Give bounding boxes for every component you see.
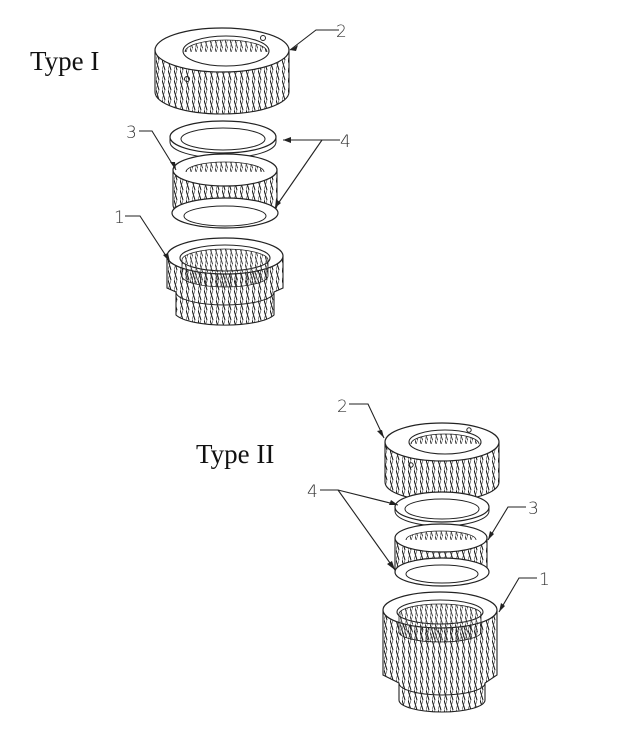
type-2-label: Type II xyxy=(196,439,274,469)
t1-part-2-flange xyxy=(154,27,290,115)
t1-leader-2 xyxy=(289,29,339,51)
t2-leader-1 xyxy=(498,577,537,613)
t2-callout-1: 1 xyxy=(539,570,550,590)
type-1-assembly: 2 3 4 1 xyxy=(114,22,351,326)
t1-callout-3: 3 xyxy=(126,123,137,143)
t2-part-4-ring-lower xyxy=(394,557,490,587)
t1-leader-4b xyxy=(274,139,323,209)
type-1-label: Type I xyxy=(30,46,99,76)
t1-part-4-ring-upper xyxy=(169,120,277,159)
t2-part-4-ring-upper xyxy=(394,491,490,527)
t2-callouts: 2 4 3 1 xyxy=(307,397,550,613)
type-2-assembly: 2 4 3 1 xyxy=(307,397,550,713)
t2-leader-4a xyxy=(320,489,399,506)
t1-leader-3 xyxy=(139,130,177,171)
t1-leader-1 xyxy=(125,215,171,263)
t1-part-4-ring-lower xyxy=(171,197,279,229)
t2-leader-2 xyxy=(349,403,385,439)
t2-leader-3 xyxy=(487,506,526,541)
t1-part-1-base xyxy=(166,237,284,326)
t2-part-1-base xyxy=(382,591,498,713)
t1-callout-4: 4 xyxy=(340,132,351,152)
t2-callout-3: 3 xyxy=(528,499,539,519)
t1-callout-1: 1 xyxy=(114,208,125,228)
t2-callout-4: 4 xyxy=(307,482,318,502)
t1-callouts: 2 3 4 1 xyxy=(114,22,351,263)
t1-callout-2: 2 xyxy=(336,22,347,42)
t2-leader-4b xyxy=(337,489,396,571)
t2-callout-2: 2 xyxy=(337,397,348,417)
t2-part-2-flange xyxy=(384,422,500,502)
